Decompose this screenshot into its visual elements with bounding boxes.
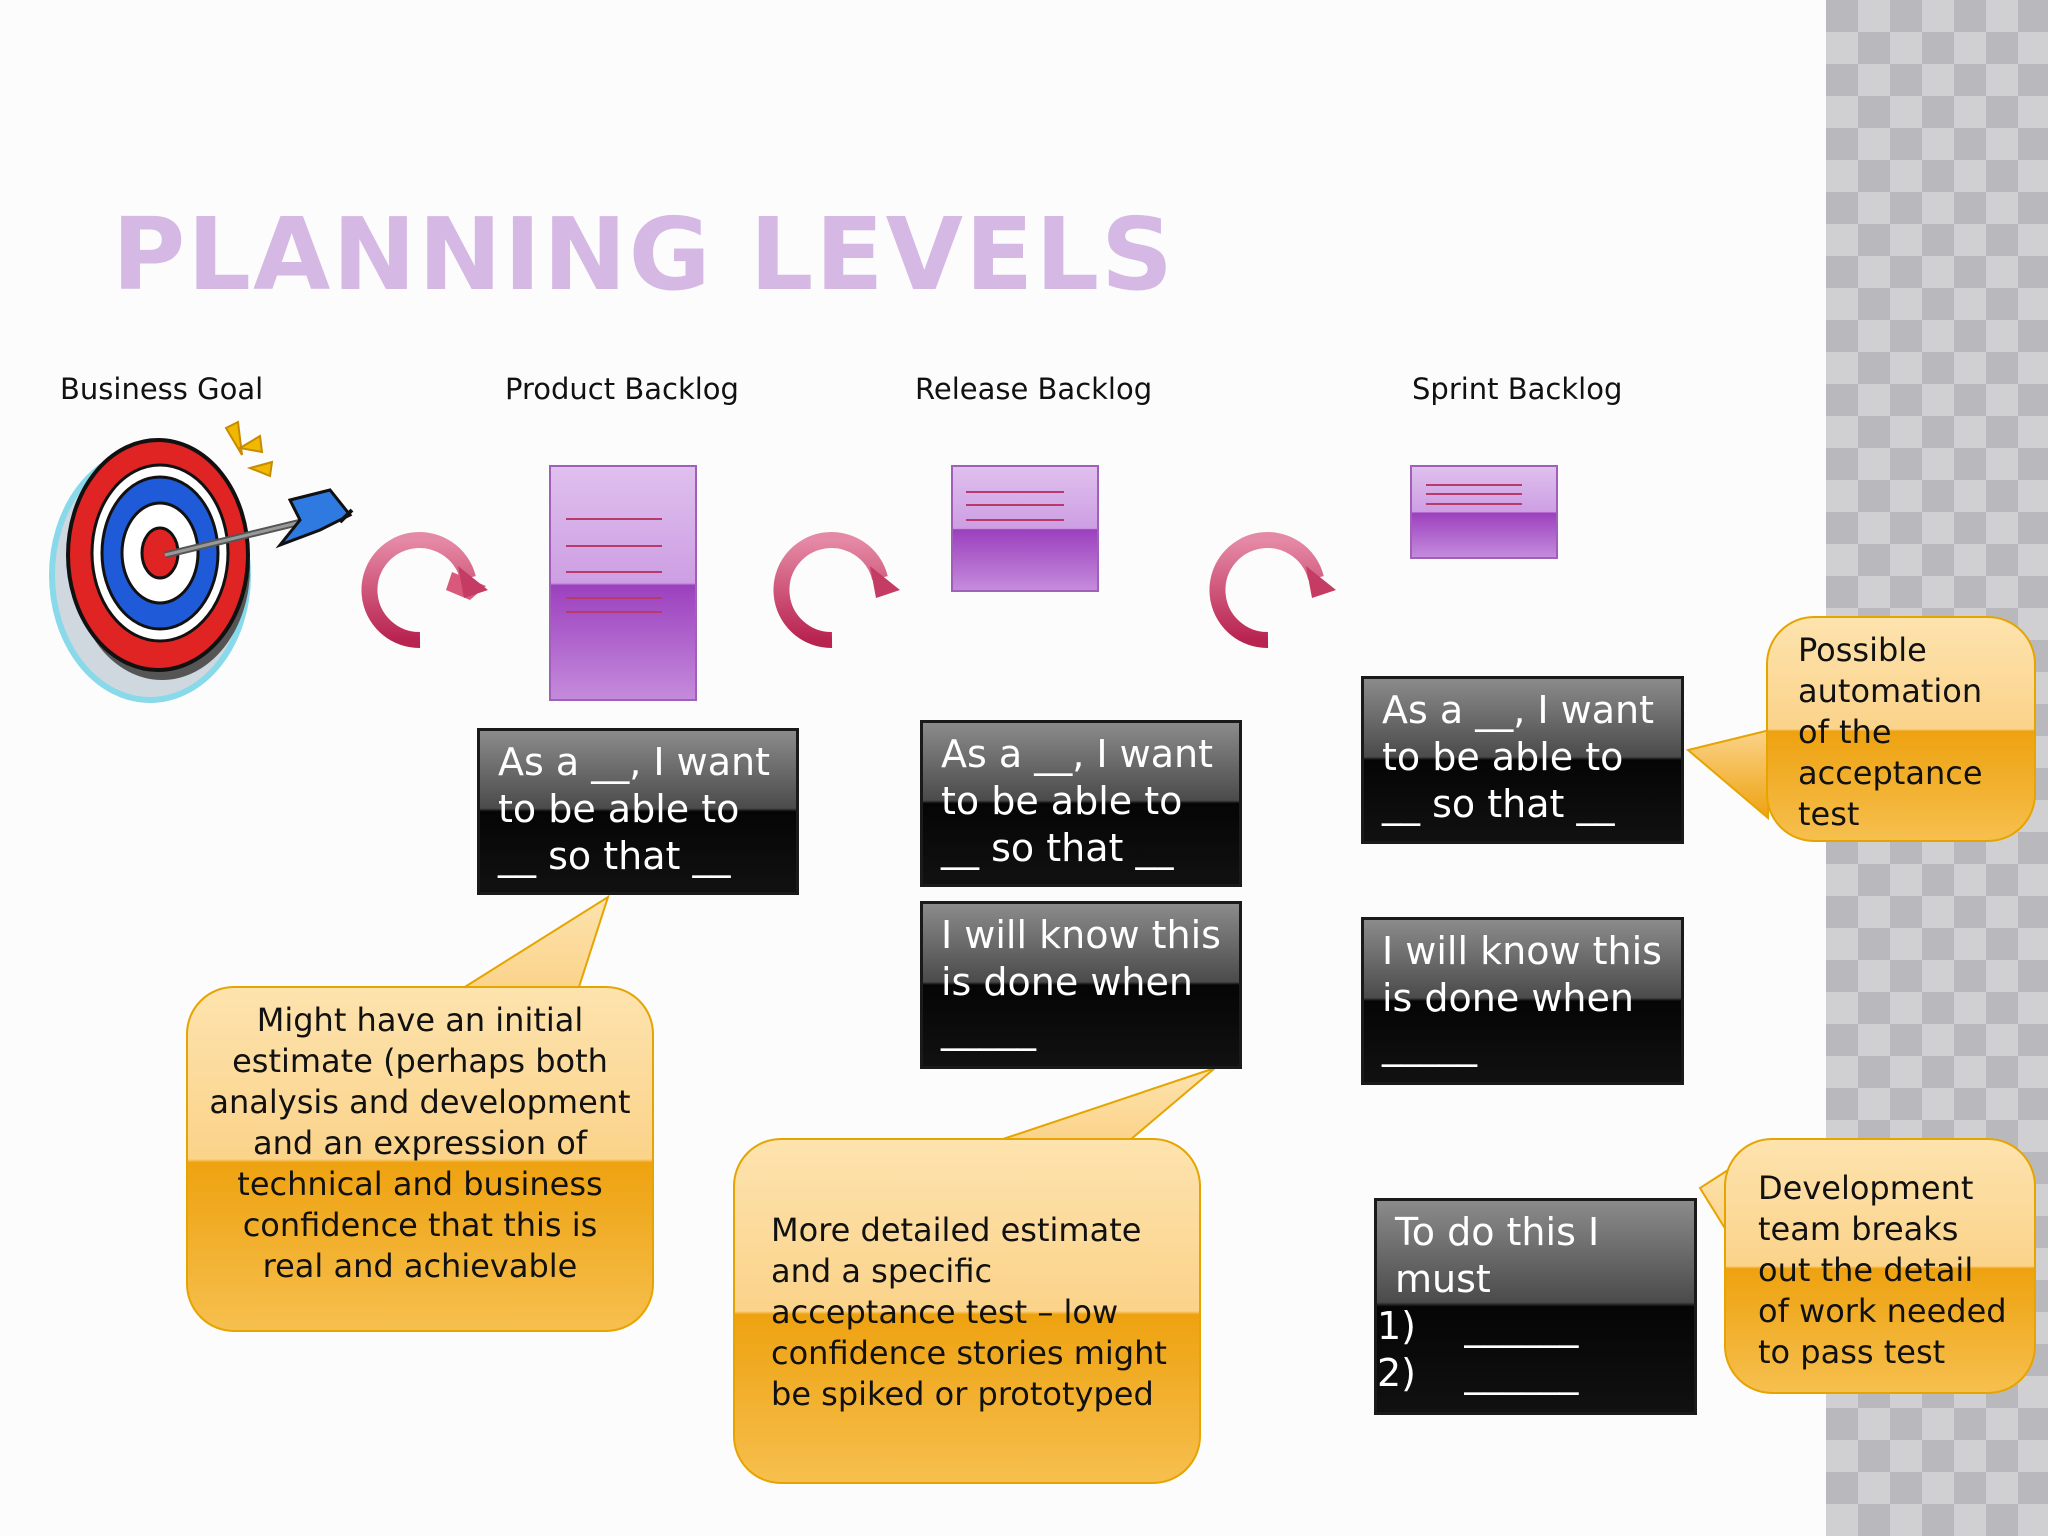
card-line: __ so that __ bbox=[498, 834, 731, 878]
callout-line: team breaks bbox=[1758, 1210, 1959, 1248]
card-line: must bbox=[1395, 1257, 1491, 1301]
callout-line: technical and business bbox=[237, 1165, 603, 1203]
release-callout: More detailed estimate and a specific ac… bbox=[733, 1138, 1201, 1484]
label-release-backlog: Release Backlog bbox=[915, 372, 1153, 406]
card-line: 1) ______ bbox=[1377, 1304, 1579, 1348]
callout-line: acceptance test – low bbox=[771, 1293, 1119, 1331]
card-line: __ so that __ bbox=[941, 826, 1174, 870]
callout-line: Might have an initial bbox=[256, 1001, 584, 1039]
card-line: _____ bbox=[1382, 1023, 1477, 1067]
card-line: _____ bbox=[941, 1007, 1036, 1051]
card-line: As a __, I want bbox=[498, 740, 771, 784]
card-line: I will know this bbox=[941, 913, 1221, 957]
development-callout: Development team breaks out the detail o… bbox=[1724, 1138, 2036, 1394]
label-sprint-backlog: Sprint Backlog bbox=[1412, 372, 1623, 406]
callout-line: to pass test bbox=[1758, 1333, 1946, 1371]
callout-line: be spiked or prototyped bbox=[771, 1375, 1154, 1413]
card-line: 2) ______ bbox=[1377, 1351, 1579, 1395]
callout-line: confidence stories might bbox=[771, 1334, 1167, 1372]
product-callout: Might have an initial estimate (perhaps … bbox=[186, 986, 654, 1332]
cycle-arrow-icon bbox=[361, 532, 488, 649]
sprint-done-card: I will know this is done when _____ bbox=[1361, 917, 1684, 1085]
card-line: to be able to bbox=[1382, 735, 1624, 779]
callout-line: out the detail bbox=[1758, 1251, 1974, 1289]
callout-line: acceptance bbox=[1798, 754, 1983, 792]
card-line: is done when bbox=[941, 960, 1193, 1004]
callout-line: and an expression of bbox=[252, 1124, 588, 1162]
card-line: I will know this bbox=[1382, 929, 1662, 973]
callout-line: confidence that this is bbox=[242, 1206, 598, 1244]
callout-line: real and achievable bbox=[262, 1247, 578, 1285]
card-line: To do this I bbox=[1395, 1210, 1600, 1254]
card-line: __ so that __ bbox=[1382, 782, 1615, 826]
callout-line: and a specific bbox=[771, 1252, 993, 1290]
callout-line: analysis and development bbox=[209, 1083, 631, 1121]
card-line: to be able to bbox=[498, 787, 740, 831]
card-line: As a __, I want bbox=[1382, 688, 1655, 732]
sprint-story-card: As a __, I want to be able to __ so that… bbox=[1361, 676, 1684, 844]
automation-callout: Possible automation of the acceptance te… bbox=[1766, 616, 2036, 842]
label-product-backlog: Product Backlog bbox=[505, 372, 739, 406]
callout-line: estimate (perhaps both bbox=[232, 1042, 608, 1080]
callout-line: of work needed bbox=[1758, 1292, 2007, 1330]
sprint-backlog-document-icon bbox=[1410, 465, 1558, 559]
card-line: As a __, I want bbox=[941, 732, 1214, 776]
product-backlog-document-icon bbox=[549, 465, 697, 701]
callout-line: of the bbox=[1798, 713, 1892, 751]
cycle-arrow-icon bbox=[1209, 532, 1336, 649]
card-line: is done when bbox=[1382, 976, 1634, 1020]
callout-line: More detailed estimate bbox=[771, 1211, 1142, 1249]
callout-line: Development bbox=[1758, 1169, 1974, 1207]
release-done-card: I will know this is done when _____ bbox=[920, 901, 1242, 1069]
cycle-arrow-icon bbox=[773, 532, 900, 649]
target-icon bbox=[49, 420, 354, 703]
release-story-card: As a __, I want to be able to __ so that… bbox=[920, 720, 1242, 887]
product-story-card: As a __, I want to be able to __ so that… bbox=[477, 728, 799, 895]
card-line: to be able to bbox=[941, 779, 1183, 823]
label-business-goal: Business Goal bbox=[60, 372, 264, 406]
sprint-todo-card: To do this I must 1) ______ 2) ______ bbox=[1374, 1198, 1697, 1415]
callout-line: automation bbox=[1798, 672, 1983, 710]
callout-line: test bbox=[1798, 795, 1860, 833]
slide-title: PLANNING LEVELS bbox=[112, 196, 1176, 313]
callout-line: Possible bbox=[1798, 631, 1927, 669]
release-backlog-document-icon bbox=[951, 465, 1099, 592]
